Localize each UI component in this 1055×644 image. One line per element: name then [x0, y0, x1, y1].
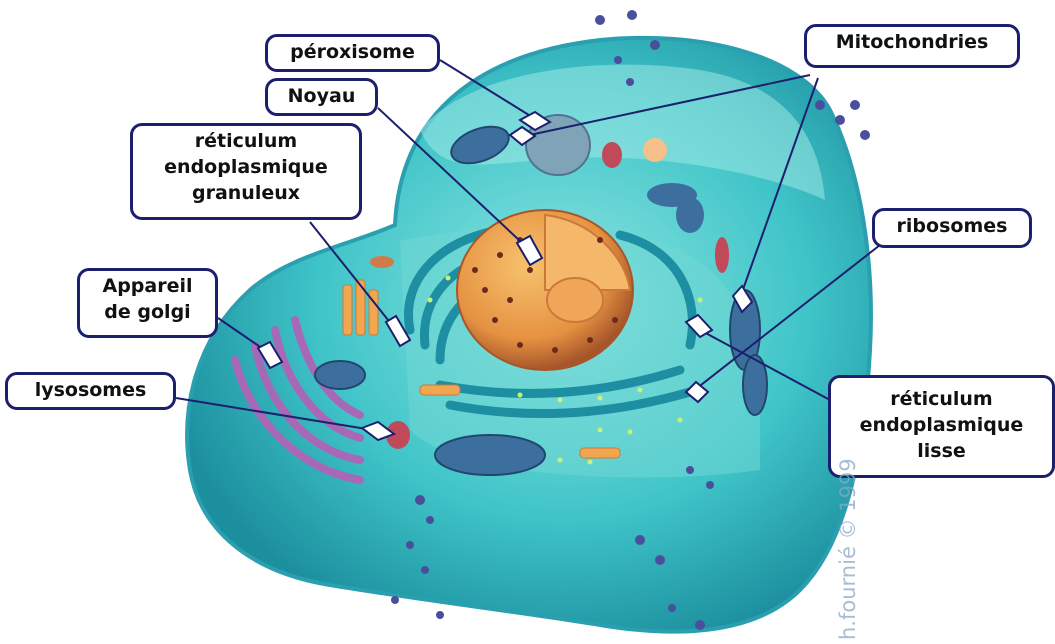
label-rel: réticulum endoplasmique lisse	[828, 375, 1055, 478]
label-mitochondries: Mitochondries	[804, 24, 1020, 68]
label-golgi: Appareil de golgi	[77, 268, 218, 338]
nucleus	[457, 210, 633, 370]
copyright-credit: h.fournié © 1999	[836, 458, 860, 640]
label-lysosomes: lysosomes	[5, 372, 176, 410]
label-peroxisome: péroxisome	[265, 34, 440, 72]
label-rer: réticulum endoplasmique granuleux	[130, 123, 362, 220]
label-ribosomes: ribosomes	[872, 208, 1032, 248]
label-noyau: Noyau	[265, 78, 378, 116]
